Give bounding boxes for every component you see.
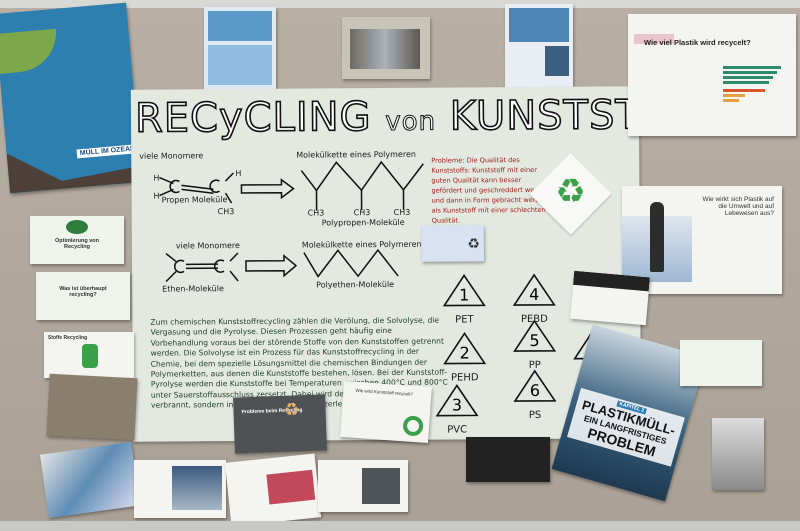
ocean-poster: MÜLL IM OZEAN [0, 2, 142, 194]
how-recycled-card: Wie wird Kunststoff recycelt? [340, 380, 432, 444]
code-label: PS [528, 409, 542, 422]
code-number: 5 [529, 331, 539, 350]
plastic-waste-photo [39, 441, 141, 519]
atom-label: CH3 [217, 207, 235, 217]
code-number: 1 [459, 285, 469, 304]
ethene-diagram [165, 248, 399, 283]
atom-label: H [235, 169, 242, 179]
recycle-icon: ♻ [467, 235, 480, 252]
code-label: PVC [447, 424, 468, 436]
environment-card: Wie wirkt sich Plastik auf die Umwelt un… [622, 186, 782, 294]
facts-card [680, 340, 762, 386]
group-label: CH3 [353, 208, 371, 218]
stats-bar-chart [723, 64, 783, 104]
atom-label: H [153, 173, 160, 183]
code-number: 2 [459, 343, 469, 362]
code-number: 4 [529, 285, 539, 304]
recycling-photo-card-2 [224, 453, 322, 527]
title-word: RECyCLING [134, 93, 373, 142]
card-image [208, 45, 272, 85]
what-is-recycling-card: Was ist überhaupt recycling? [36, 272, 130, 320]
stats-card-title: Wie viel Plastik wird recycelt? [644, 38, 751, 47]
polymer-label: Polypropen-Moleküle [321, 217, 405, 228]
code-number: 3 [452, 395, 462, 414]
code-number: 6 [530, 381, 540, 400]
icons-card [570, 270, 650, 326]
molecule-label: Propen Moleküle [161, 195, 228, 205]
group-label: CH3 [307, 208, 325, 218]
recycling-info-card [505, 4, 573, 98]
recycle-triangle-icon: 2 [443, 332, 487, 365]
chain-label: Molekülkette eines Polymeren [296, 149, 416, 160]
lab-photo [342, 17, 430, 79]
board-frame-top [0, 0, 800, 8]
optimization-card-title: Optimierung von Recycling [55, 238, 99, 250]
problems-card: Probleme beim Recycling ♻ [233, 394, 327, 454]
recycling-card-title: Stoffe Recycling [48, 335, 88, 341]
stats-card: Wie viel Plastik wird recycelt? [628, 14, 796, 136]
recycle-triangle-icon: 4 [512, 273, 556, 306]
group-label: CH3 [393, 207, 411, 217]
recycling-photo-card-1 [134, 460, 226, 518]
recycling-process-card: Stoffe Recycling [44, 332, 134, 378]
ocean-poster-title: MÜLL IM OZEAN [76, 144, 139, 159]
recycle-triangle-icon: 1 [442, 274, 486, 307]
recycle-triangle-icon: 5 [513, 319, 557, 352]
top-info-card [204, 7, 276, 101]
title-word: von [385, 106, 437, 138]
classroom-photo [46, 373, 138, 441]
recycle-triangle-icon: 6 [513, 369, 557, 402]
what-is-card-title: Was ist überhaupt recycling? [59, 286, 107, 298]
island-shape [0, 28, 60, 74]
card-image [208, 11, 272, 41]
optimization-card: Optimierung von Recycling [30, 216, 124, 264]
code-label: PET [455, 314, 474, 326]
how-recycled-title: Wie wird Kunststoff recycelt? [355, 387, 414, 397]
dark-info-card [466, 437, 550, 482]
recycle-triangle-icon: 3 [435, 384, 479, 417]
molecule-label: Ethen-Moleküle [162, 284, 224, 294]
recycle-icon: ♻ [283, 399, 300, 420]
recycle-icon: ♻ [555, 172, 586, 211]
code-label: PEHD [450, 372, 479, 384]
monomers-label: viele Monomere [139, 151, 204, 161]
atom-label: H [153, 191, 160, 201]
environment-card-title: Wie wirkt sich Plastik auf die Umwelt un… [702, 196, 774, 217]
small-recycling-card: ♻ [421, 225, 484, 262]
students-photo [712, 418, 764, 490]
polymer-label: Polyethen-Moleküle [316, 279, 395, 290]
propene-diagram [159, 160, 424, 211]
recycling-photo-card-3 [318, 460, 408, 512]
board-frame-bottom [0, 521, 800, 531]
